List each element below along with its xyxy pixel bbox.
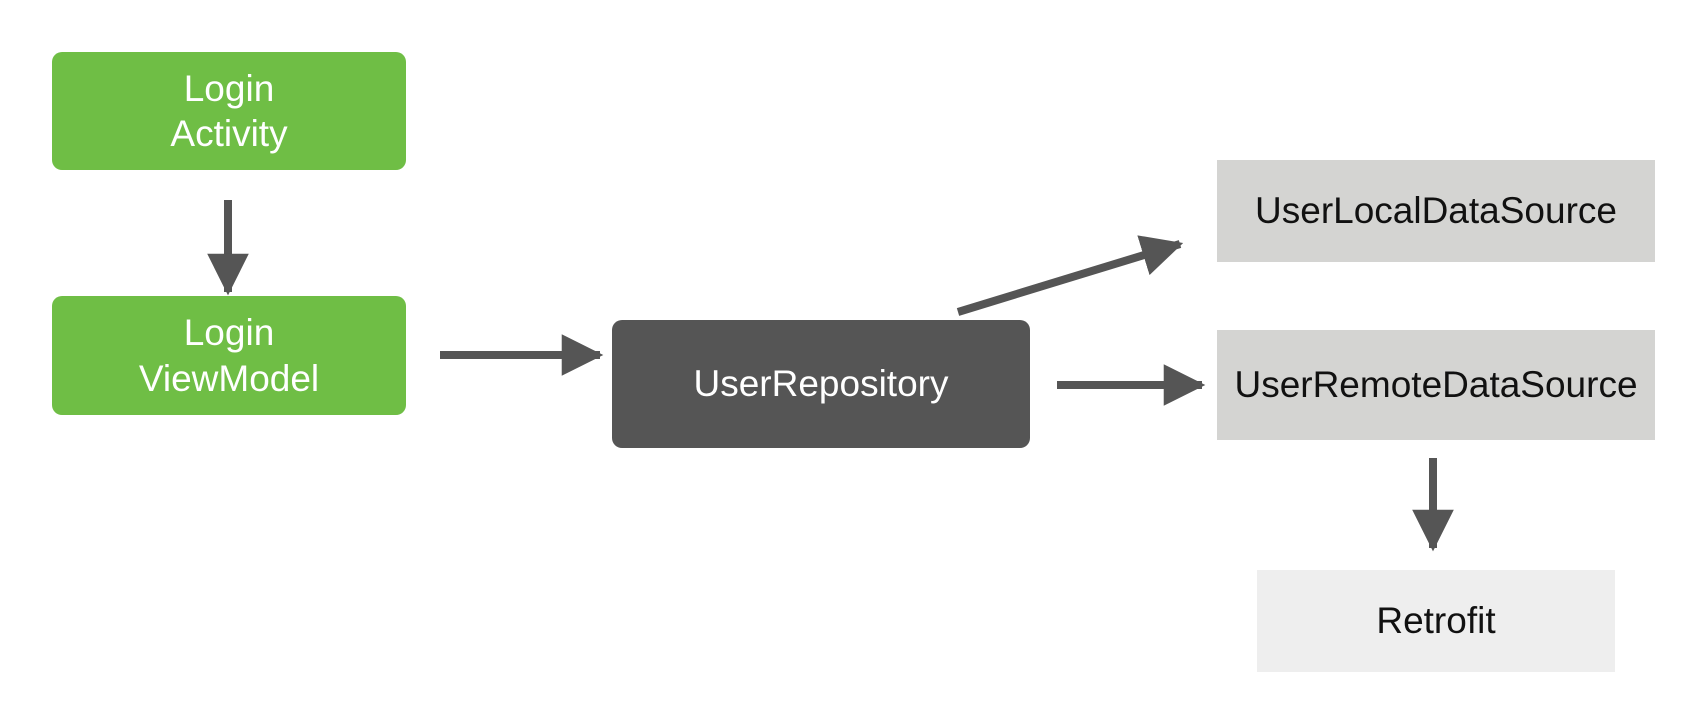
node-user-remote-data-source[interactable]: UserRemoteDataSource <box>1217 330 1655 440</box>
node-login-viewmodel-label: Login ViewModel <box>138 312 320 399</box>
node-user-remote-data-source-label: UserRemoteDataSource <box>1234 364 1638 406</box>
node-user-local-data-source-label: UserLocalDataSource <box>1255 190 1617 232</box>
node-login-viewmodel[interactable]: Login ViewModel <box>52 296 406 415</box>
edge-repository-to-local-data-source <box>956 235 1184 316</box>
node-user-repository[interactable]: UserRepository <box>612 320 1030 448</box>
node-retrofit-label: Retrofit <box>1376 600 1496 642</box>
node-login-activity-label: Login Activity <box>170 67 288 154</box>
node-user-local-data-source[interactable]: UserLocalDataSource <box>1217 160 1655 262</box>
node-retrofit[interactable]: Retrofit <box>1257 570 1615 672</box>
node-login-activity[interactable]: Login Activity <box>52 52 406 170</box>
node-user-repository-label: UserRepository <box>693 363 949 405</box>
